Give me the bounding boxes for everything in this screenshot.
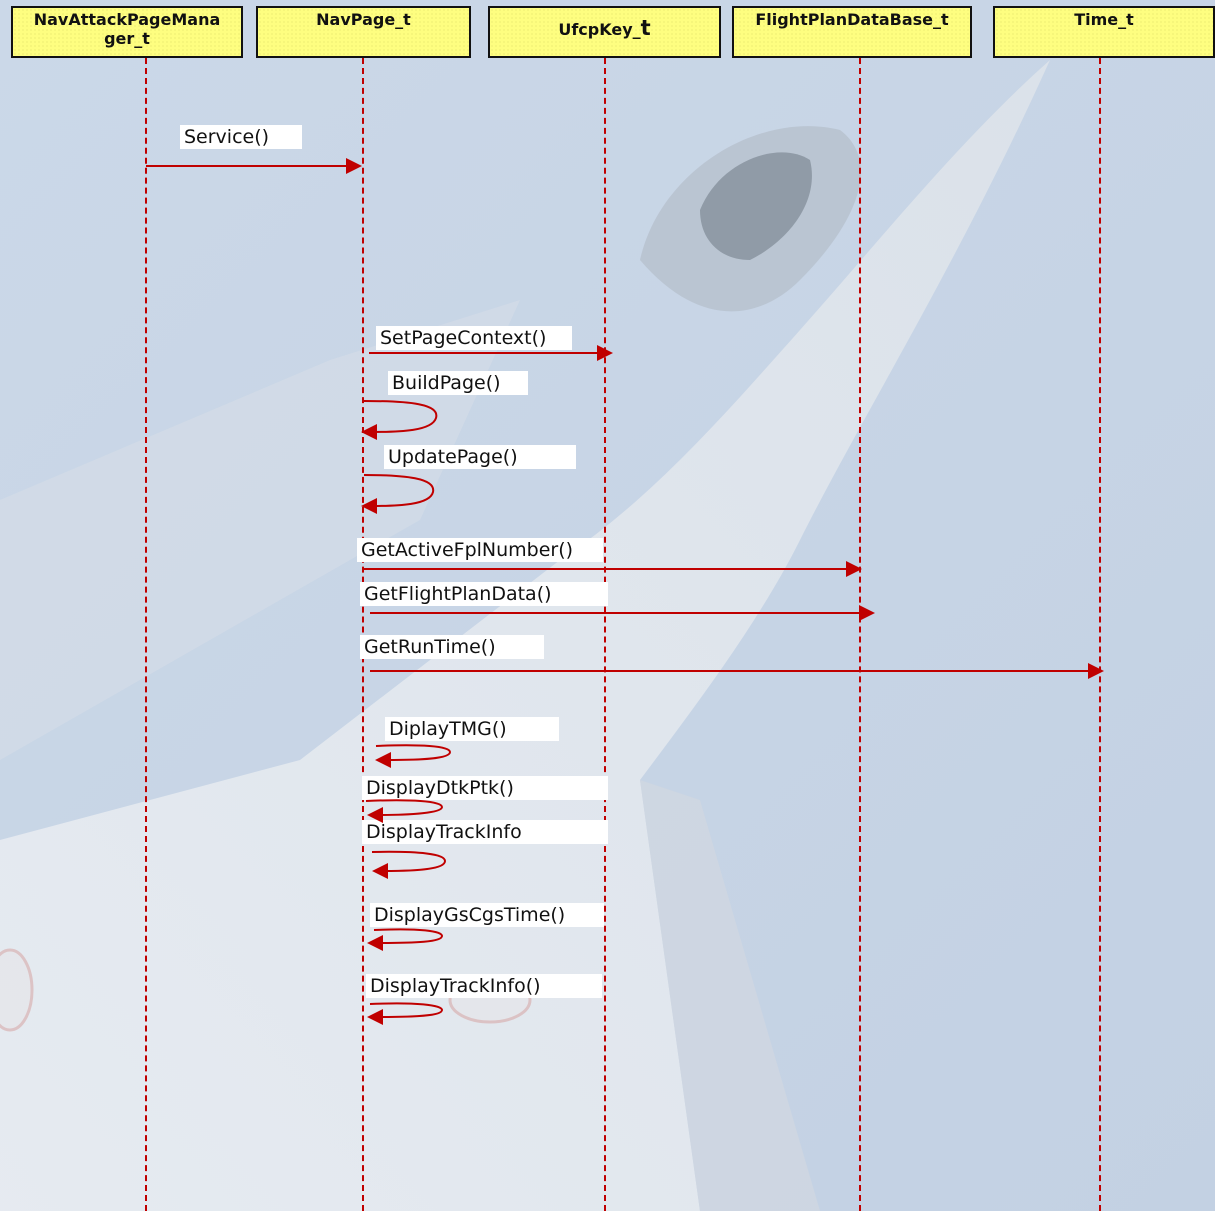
arrowhead-buildpage [361,424,377,440]
arrowhead-displaytrackinfo-call [367,1009,383,1025]
arrowhead-diplaytmg [375,752,391,768]
arrowhead-setpagecontext [597,345,613,361]
arrowhead-displaydtkptk [367,807,383,823]
arrowhead-updatepage [361,498,377,514]
arrowhead-displaygscgstime [367,935,383,951]
arrowhead-service [346,158,362,174]
arrowhead-getflightplandata [859,605,875,621]
arrowhead-getruntime [1088,663,1104,679]
arrowhead-getactivefplnumber [846,561,862,577]
message-arrow-displaygscgstime [374,929,442,943]
arrowhead-displaytrackinfo [372,863,388,879]
